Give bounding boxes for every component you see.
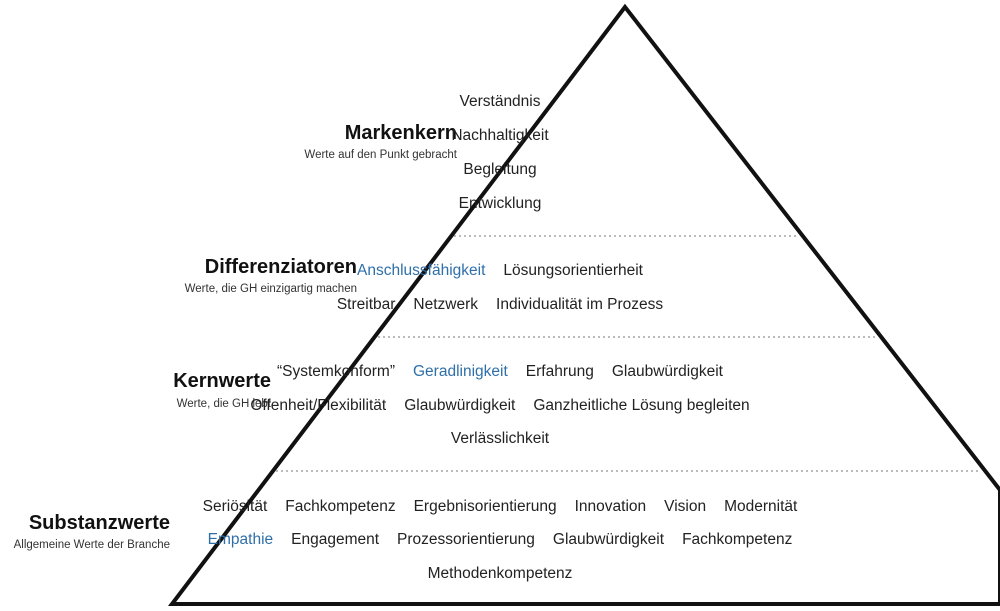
level-1-row-3: Begleitung: [0, 161, 1000, 179]
value-item: Nachhaltigkeit: [451, 127, 549, 144]
value-item: Modernität: [724, 498, 798, 515]
level-2-title: Differenziatoren: [204, 256, 357, 278]
value-item: Fachkompetenz: [285, 498, 396, 515]
level-4-title: Substanzwerte: [28, 512, 170, 534]
level-1-row-1: Verständnis: [0, 93, 1000, 111]
value-item: Methodenkompetenz: [427, 565, 573, 582]
value-item: Verlässlichkeit: [450, 430, 550, 447]
level-3-row-2: Offenheit/Flexibilität Glaubwürdigkeit Gan…: [0, 397, 1000, 415]
value-item: Ergebnisorientierung: [413, 498, 557, 515]
level-2-subtitle: Werte, die GH einzigartig machen: [184, 283, 357, 295]
level-1-subtitle: Werte auf den Punkt gebracht: [304, 149, 457, 161]
value-item: “Systemkonform”: [276, 363, 395, 380]
value-item-highlighted: Anschlussfähigkeit: [357, 262, 486, 279]
value-item: Individualität im Prozess: [496, 296, 664, 313]
value-item: Netzwerk: [413, 296, 479, 313]
value-item-highlighted: Empathie: [207, 531, 274, 548]
level-3-row-1: “Systemkonform” Geradlinigkeit Erfahrung Gl…: [0, 363, 1000, 381]
level-3-title: Kernwerte: [173, 370, 271, 392]
value-item: Begleitung: [463, 161, 537, 178]
value-item-highlighted: Geradlinigkeit: [412, 363, 508, 380]
value-item: Glaubwürdigkeit: [404, 397, 516, 414]
level-4-subtitle: Allgemeine Werte der Branche: [13, 539, 170, 551]
value-item: Fachkompetenz: [682, 531, 793, 548]
value-item: Glaubwürdigkeit: [552, 531, 665, 548]
value-item: Erfahrung: [525, 363, 594, 380]
level-4-row-2: Empathie Engagement Prozessorientierung Gla…: [0, 531, 1000, 549]
value-item: Innovation: [574, 498, 647, 515]
level-2-row-1: Anschlussfähigkeit Lösungsorientierheit: [0, 262, 1000, 280]
level-2-row-2: Streitbar Netzwerk Individualität im Proze…: [0, 296, 1000, 314]
level-1-row-4: Entwicklung: [0, 195, 1000, 213]
value-item: Vision: [664, 498, 707, 515]
level-4-row-1: Seriösität Fachkompetenz Ergebnisorientier…: [0, 498, 1000, 516]
value-item: Seriösität: [202, 498, 268, 515]
value-item: Engagement: [291, 531, 380, 548]
value-item: Prozessorientierung: [397, 531, 535, 548]
level-3-row-3: Verlässlichkeit: [0, 430, 1000, 448]
pyramid-outline: [167, 3, 1000, 606]
level-1-title: Markenkern: [344, 122, 457, 144]
value-item: Lösungsorientierheit: [503, 262, 643, 279]
value-item: Offenheit/Flexibilität: [250, 397, 387, 414]
level-1-row-2: Nachhaltigkeit: [0, 127, 1000, 145]
value-item: Glaubwürdigkeit: [611, 363, 723, 380]
level-4-row-3: Methodenkompetenz: [0, 565, 1000, 583]
level-3-subtitle: Werte, die GH lebt: [176, 398, 271, 410]
value-item: Streitbar: [336, 296, 396, 313]
value-item: Entwicklung: [458, 195, 542, 212]
value-item: Verständnis: [459, 93, 541, 110]
value-item: Ganzheitliche Lösung begleiten: [533, 397, 750, 414]
